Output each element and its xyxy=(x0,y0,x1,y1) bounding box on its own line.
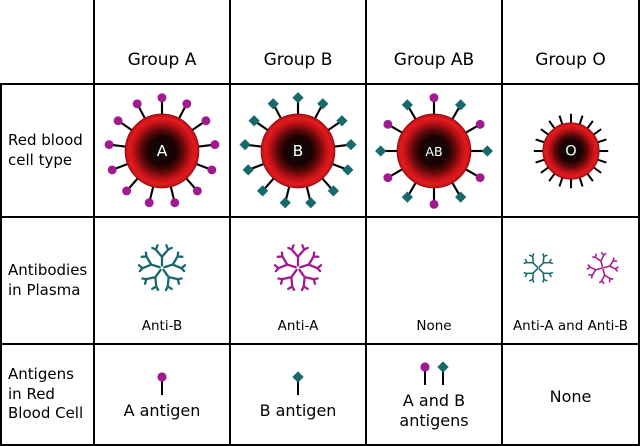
antibody-cell-group-o: Anti-A and Anti-B xyxy=(503,218,640,345)
rbc-svg: B xyxy=(239,91,357,208)
antigen-cell-group-b: B antigen xyxy=(231,345,367,446)
antibody-cluster-svg xyxy=(137,244,187,292)
group-o-header-label: Group O xyxy=(535,50,606,70)
red-blood-cell-ab-icon: AB xyxy=(371,88,497,214)
column-header-group-b: Group B xyxy=(231,0,367,85)
antigen-label: B antigen xyxy=(259,400,337,420)
antigen-pin-svg xyxy=(157,371,167,395)
anti-a-antibodies-icon xyxy=(231,218,365,318)
row-header-antibodies-in-plasma: Antibodies in Plasma xyxy=(0,218,95,345)
rbc-svg: AB xyxy=(375,92,493,209)
a-antigen-icon xyxy=(150,369,174,397)
row-header-red-blood-cell-type: Red blood cell type xyxy=(0,85,95,218)
b-antigen-icon xyxy=(286,369,310,397)
antigen-pin-svg xyxy=(420,360,449,385)
row-header-label: Antigens in Red Blood Cell xyxy=(8,365,84,423)
group-b-header-label: Group B xyxy=(263,50,333,70)
column-header-group-o: Group O xyxy=(503,0,640,85)
antibody-label: Anti-A xyxy=(277,318,319,334)
red-blood-cell-b-icon: B xyxy=(235,88,361,214)
column-header-group-a: Group A xyxy=(95,0,231,85)
antibody-cell-group-b: Anti-A xyxy=(231,218,367,345)
column-header-group-ab: Group AB xyxy=(367,0,503,85)
antibody-cluster-svg xyxy=(273,244,323,292)
svg-text:AB: AB xyxy=(425,143,442,158)
red-blood-cell-o-icon: O xyxy=(512,92,630,210)
rbc-svg: A xyxy=(104,92,220,207)
antigen-label: None xyxy=(549,386,592,406)
rbc-cell-group-o: O xyxy=(503,85,640,218)
svg-text:A: A xyxy=(157,141,168,159)
antigen-cell-group-ab: A and B antigens xyxy=(367,345,503,446)
group-ab-header-label: Group AB xyxy=(393,50,475,70)
rbc-cell-group-b: B xyxy=(231,85,367,218)
red-blood-cell-a-icon: A xyxy=(99,88,225,214)
antibody-label: None xyxy=(416,318,452,334)
antigen-label: A and B antigens xyxy=(399,390,469,430)
row-header-antigens-in-red-blood-cell: Antigens in Red Blood Cell xyxy=(0,345,95,446)
svg-text:B: B xyxy=(293,141,304,159)
anti-b-antibodies-icon xyxy=(95,218,229,318)
rbc-cell-group-a: A xyxy=(95,85,231,218)
antibody-cell-group-ab: None xyxy=(367,218,503,345)
no-antibodies-area xyxy=(367,218,501,318)
antibody-label: Anti-B xyxy=(141,318,183,334)
row-header-label: Red blood cell type xyxy=(8,131,83,169)
anti-a-and-anti-b-antibodies-icon xyxy=(503,218,638,318)
svg-text:O: O xyxy=(565,143,576,159)
antigen-cell-group-o: None xyxy=(503,345,640,446)
rbc-cell-group-ab: AB xyxy=(367,85,503,218)
antigen-label: A antigen xyxy=(123,400,201,420)
row-header-label: Antibodies in Plasma xyxy=(8,261,88,299)
antigen-cell-group-a: A antigen xyxy=(95,345,231,446)
a-and-b-antigens-icon xyxy=(413,359,455,387)
rbc-svg: O xyxy=(533,113,608,188)
group-a-header-label: Group A xyxy=(127,50,197,70)
corner-cell xyxy=(0,0,95,85)
antibody-cluster-svg xyxy=(523,251,619,285)
antibody-label: Anti-A and Anti-B xyxy=(512,318,629,334)
antigen-pin-svg xyxy=(292,370,304,395)
antibody-cell-group-a: Anti-B xyxy=(95,218,231,345)
